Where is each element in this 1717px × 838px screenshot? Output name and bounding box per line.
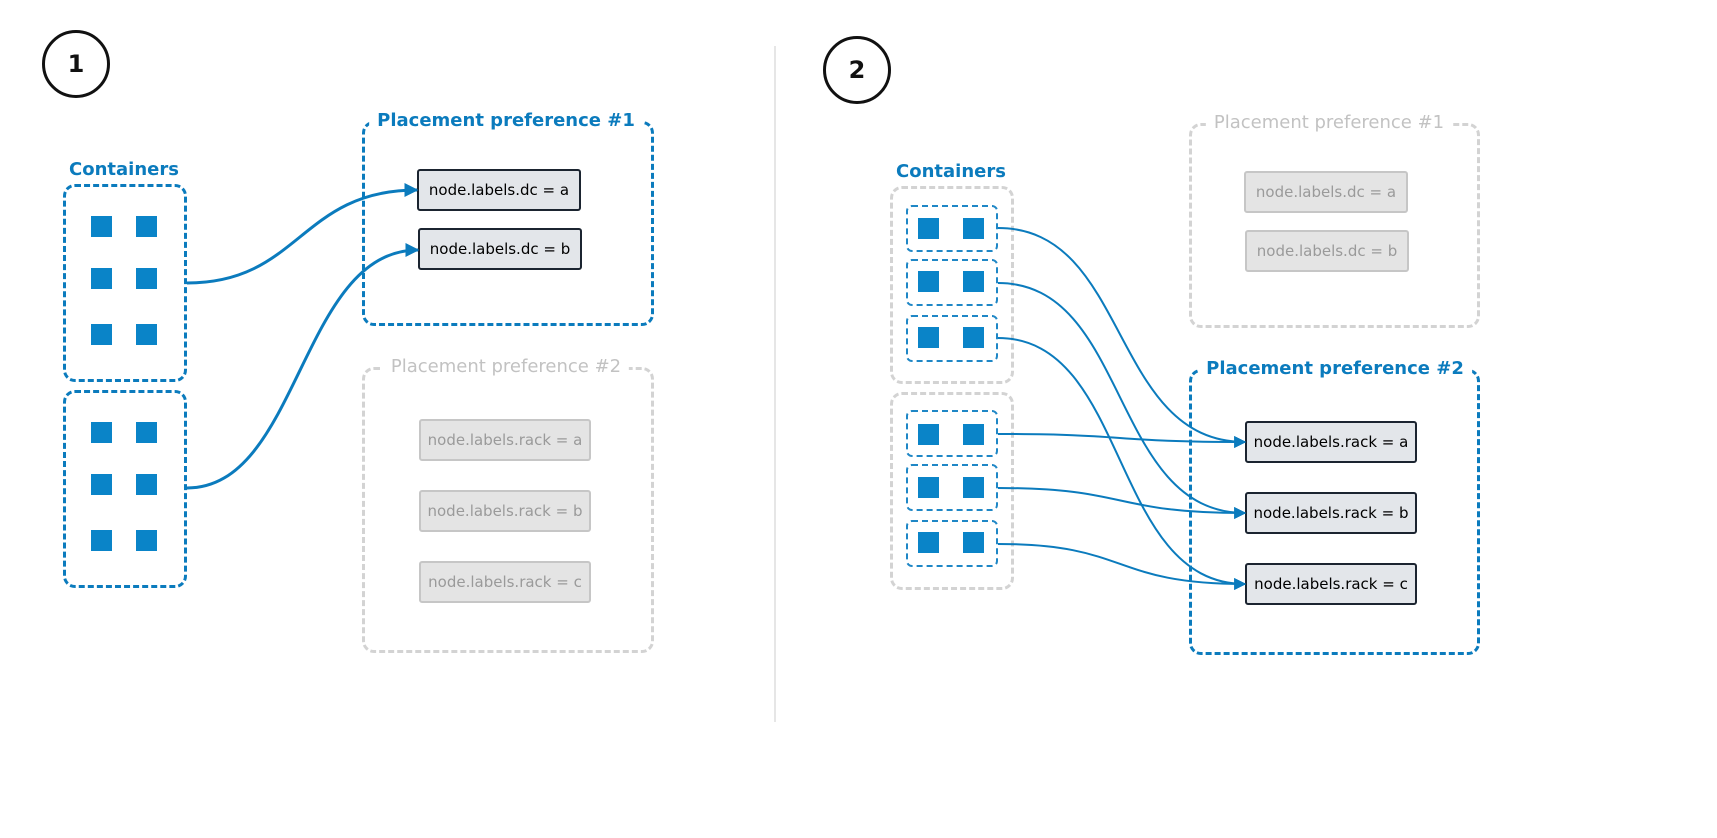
panel2-containers-label: Containers <box>896 161 1006 182</box>
container-square <box>136 216 157 237</box>
panel2-pref2-title: Placement preference #2 <box>1198 358 1472 380</box>
container-square <box>136 324 157 345</box>
panel1-dc-b-label: node.labels.dc = b <box>418 228 582 270</box>
container-square <box>91 422 112 443</box>
container-square <box>91 530 112 551</box>
container-square <box>91 216 112 237</box>
arrow-sub3-to-rack-c <box>997 337 1247 590</box>
container-square <box>963 327 984 348</box>
panel2-container-subgroup <box>906 464 998 511</box>
panel2-dc-a-label: node.labels.dc = a <box>1244 171 1408 213</box>
panel1-container-group-1 <box>63 184 187 382</box>
arrow-sub6-to-rack-c <box>997 543 1247 590</box>
panel1-pref1-title: Placement preference #1 <box>369 110 643 132</box>
container-square <box>136 474 157 495</box>
step-1-marker: 1 <box>42 30 110 98</box>
container-square <box>136 422 157 443</box>
panel2-container-group-2 <box>890 392 1014 590</box>
step-2-marker: 2 <box>823 36 891 104</box>
arrow-sub1-to-rack-a <box>997 227 1247 448</box>
arrow-sub5-to-rack-b <box>997 487 1247 519</box>
panel-divider <box>774 46 776 722</box>
panel2-rack-b-label: node.labels.rack = b <box>1245 492 1417 534</box>
panel1-rack-c-label: node.labels.rack = c <box>419 561 591 603</box>
container-square <box>963 477 984 498</box>
container-square <box>91 324 112 345</box>
container-square <box>918 218 939 239</box>
container-square <box>918 477 939 498</box>
panel2-container-subgroup <box>906 259 998 306</box>
arrow-sub4-to-rack-a <box>997 433 1247 448</box>
container-square <box>918 424 939 445</box>
panel2-pref1-title: Placement preference #1 <box>1205 112 1453 134</box>
container-square <box>963 532 984 553</box>
panel2-container-subgroup <box>906 410 998 457</box>
panel2-container-subgroup <box>906 315 998 362</box>
panel1-containers-label: Containers <box>69 159 179 180</box>
arrow-group1-to-dc-a <box>186 183 419 285</box>
container-square <box>136 268 157 289</box>
panel2-container-subgroup <box>906 205 998 252</box>
container-square <box>136 530 157 551</box>
container-square <box>918 532 939 553</box>
panel1-container-group-2 <box>63 390 187 588</box>
panel2-rack-c-label: node.labels.rack = c <box>1245 563 1417 605</box>
container-square <box>91 474 112 495</box>
container-square <box>963 218 984 239</box>
panel1-pref2-title: Placement preference #2 <box>382 356 630 378</box>
arrow-sub2-to-rack-b <box>997 282 1247 519</box>
panel1-rack-a-label: node.labels.rack = a <box>419 419 591 461</box>
step-2-number: 2 <box>848 56 866 84</box>
arrow-group2-to-dc-b <box>186 243 420 490</box>
panel1-rack-b-label: node.labels.rack = b <box>419 490 591 532</box>
panel2-dc-b-label: node.labels.dc = b <box>1245 230 1409 272</box>
container-square <box>963 271 984 292</box>
panel1-dc-a-label: node.labels.dc = a <box>417 169 581 211</box>
container-square <box>918 327 939 348</box>
container-square <box>963 424 984 445</box>
container-square <box>91 268 112 289</box>
container-square <box>918 271 939 292</box>
step-1-number: 1 <box>67 50 85 78</box>
panel2-container-subgroup <box>906 520 998 567</box>
